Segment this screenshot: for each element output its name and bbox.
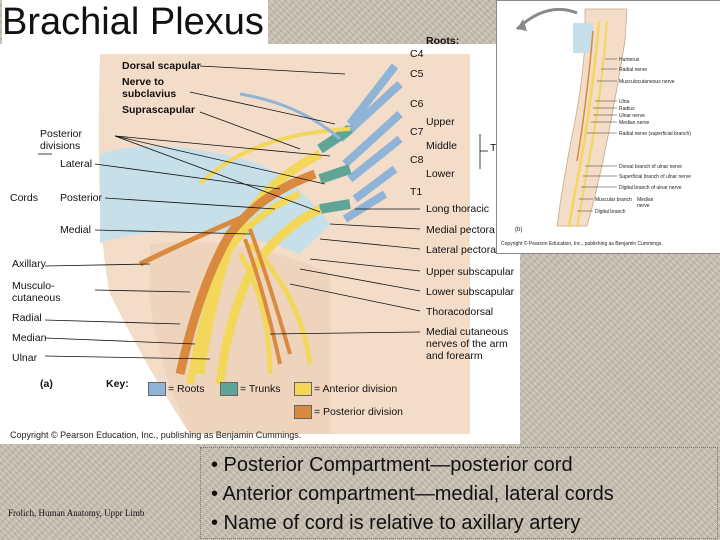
root-label-t1: T1 xyxy=(410,186,423,198)
inset-label-muscular-branch: Muscular branch xyxy=(595,197,632,203)
label-posterior-cord: Posterior xyxy=(60,192,103,204)
bullet-list: • Posterior Compartment—posterior cord •… xyxy=(200,447,718,539)
label-subclavius: subclavius xyxy=(122,88,177,100)
inset-label-humerus: Humerus xyxy=(619,57,640,63)
key-swatch-trunks xyxy=(220,382,238,396)
key-label-trunks: = Trunks xyxy=(240,383,281,395)
root-label-c7: C7 xyxy=(410,126,424,138)
key-swatch-roots xyxy=(148,382,166,396)
bullet-cord-naming: • Name of cord is relative to axillary a… xyxy=(211,512,581,534)
inset-label-median-nerve: Median nerve xyxy=(619,120,650,126)
inset-label-ulnar-nerve: Ulnar nerve xyxy=(619,113,645,119)
label-suprascapular: Suprascapular xyxy=(122,104,195,116)
inset-label-radial-nerve: Radial nerve xyxy=(619,67,648,73)
label-posterior-divisions: Posterior xyxy=(40,128,83,140)
key-swatch-anterior xyxy=(294,382,312,396)
inset-label-digital-ulnar: Digital branch of ulnar nerve xyxy=(619,185,682,191)
inset-label-median: Median xyxy=(637,197,654,203)
label-upper-trunk: Upper xyxy=(426,116,455,128)
label-radial: Radial xyxy=(12,312,42,324)
inset-label-dorsal-ulnar: Dorsal branch of ulnar nerve xyxy=(619,164,683,170)
inset-label-digital-branch: Digital branch xyxy=(595,209,626,215)
label-upper-subscapular: Upper subscapular xyxy=(426,266,515,278)
label-medial-pectoral: Medial pectora xyxy=(426,224,495,236)
inset-label-superficial-ulnar: Superficial branch of ulnar nerve xyxy=(619,174,691,180)
label-cutaneous: cutaneous xyxy=(12,292,61,304)
label-lateral-pectoral: Lateral pectora xyxy=(426,244,497,256)
label-nerve-to: Nerve to xyxy=(122,76,165,88)
inset-arm-figure: Humerus Radial nerve Musculocutaneous ne… xyxy=(496,0,720,254)
label-divisions: divisions xyxy=(40,140,81,152)
inset-label-nerve: nerve xyxy=(637,203,650,209)
label-musculocutaneous: Musculo- xyxy=(12,280,55,292)
inset-label-musculocutaneous: Musculocutaneous nerve xyxy=(619,79,675,85)
root-label-c6: C6 xyxy=(410,98,424,110)
figure-copyright: Copyright © Pearson Education, Inc., pub… xyxy=(10,430,302,440)
label-lateral-cord: Lateral xyxy=(60,158,93,170)
root-label-c4: C4 xyxy=(410,48,424,60)
key-heading: Key: xyxy=(106,378,129,390)
slide-credit: Frolich, Human Anatomy, Uppr Limb xyxy=(8,508,145,518)
bullet-anterior-compartment: • Anterior compartment—medial, lateral c… xyxy=(211,483,614,505)
key-swatch-posterior xyxy=(294,405,312,419)
label-thoracodorsal: Thoracodorsal xyxy=(426,306,494,318)
arm-illustration xyxy=(515,7,628,228)
roots-heading: Roots: xyxy=(426,35,460,47)
plexus-illustration xyxy=(38,54,488,434)
key-label-posterior: = Posterior division xyxy=(314,406,403,418)
brachial-plexus-figure: Roots: C4 C5 C6 C7 C8 T1 Dorsal scapular… xyxy=(0,35,520,444)
bullet-posterior-compartment: • Posterior Compartment—posterior cord xyxy=(211,454,573,476)
label-middle-trunk: Middle xyxy=(426,140,457,152)
label-long-thoracic: Long thoracic xyxy=(426,203,490,215)
panel-label-a: (a) xyxy=(40,378,53,390)
key-label-roots: = Roots xyxy=(168,383,205,395)
key-label-anterior: = Anterior division xyxy=(314,383,398,395)
label-axillary: Axillary xyxy=(12,258,46,270)
inset-panel-label: (b) xyxy=(515,227,523,233)
inset-label-radius: Radius xyxy=(619,106,635,112)
inset-copyright: Copyright © Pearson Education, Inc., pub… xyxy=(501,241,663,247)
label-dorsal-scapular: Dorsal scapular xyxy=(122,60,201,72)
label-median: Median xyxy=(12,332,47,344)
root-label-c8: C8 xyxy=(410,154,424,166)
label-and-forearm: and forearm xyxy=(426,350,483,362)
label-lower-trunk: Lower xyxy=(426,168,455,180)
label-ulnar: Ulnar xyxy=(12,352,38,364)
inset-label-ulna: Ulna xyxy=(619,99,630,105)
slide-title: Brachial Plexus xyxy=(2,0,268,48)
label-medial-cutaneous: Medial cutaneous xyxy=(426,326,509,338)
root-label-c5: C5 xyxy=(410,68,424,80)
label-medial-cord: Medial xyxy=(60,224,91,236)
label-nerves-of-arm: nerves of the arm xyxy=(426,338,508,350)
label-lower-subscapular: Lower subscapular xyxy=(426,286,515,298)
label-cords: Cords xyxy=(10,192,39,204)
inset-label-radial-superficial: Radial nerve (superficial branch) xyxy=(619,131,691,137)
